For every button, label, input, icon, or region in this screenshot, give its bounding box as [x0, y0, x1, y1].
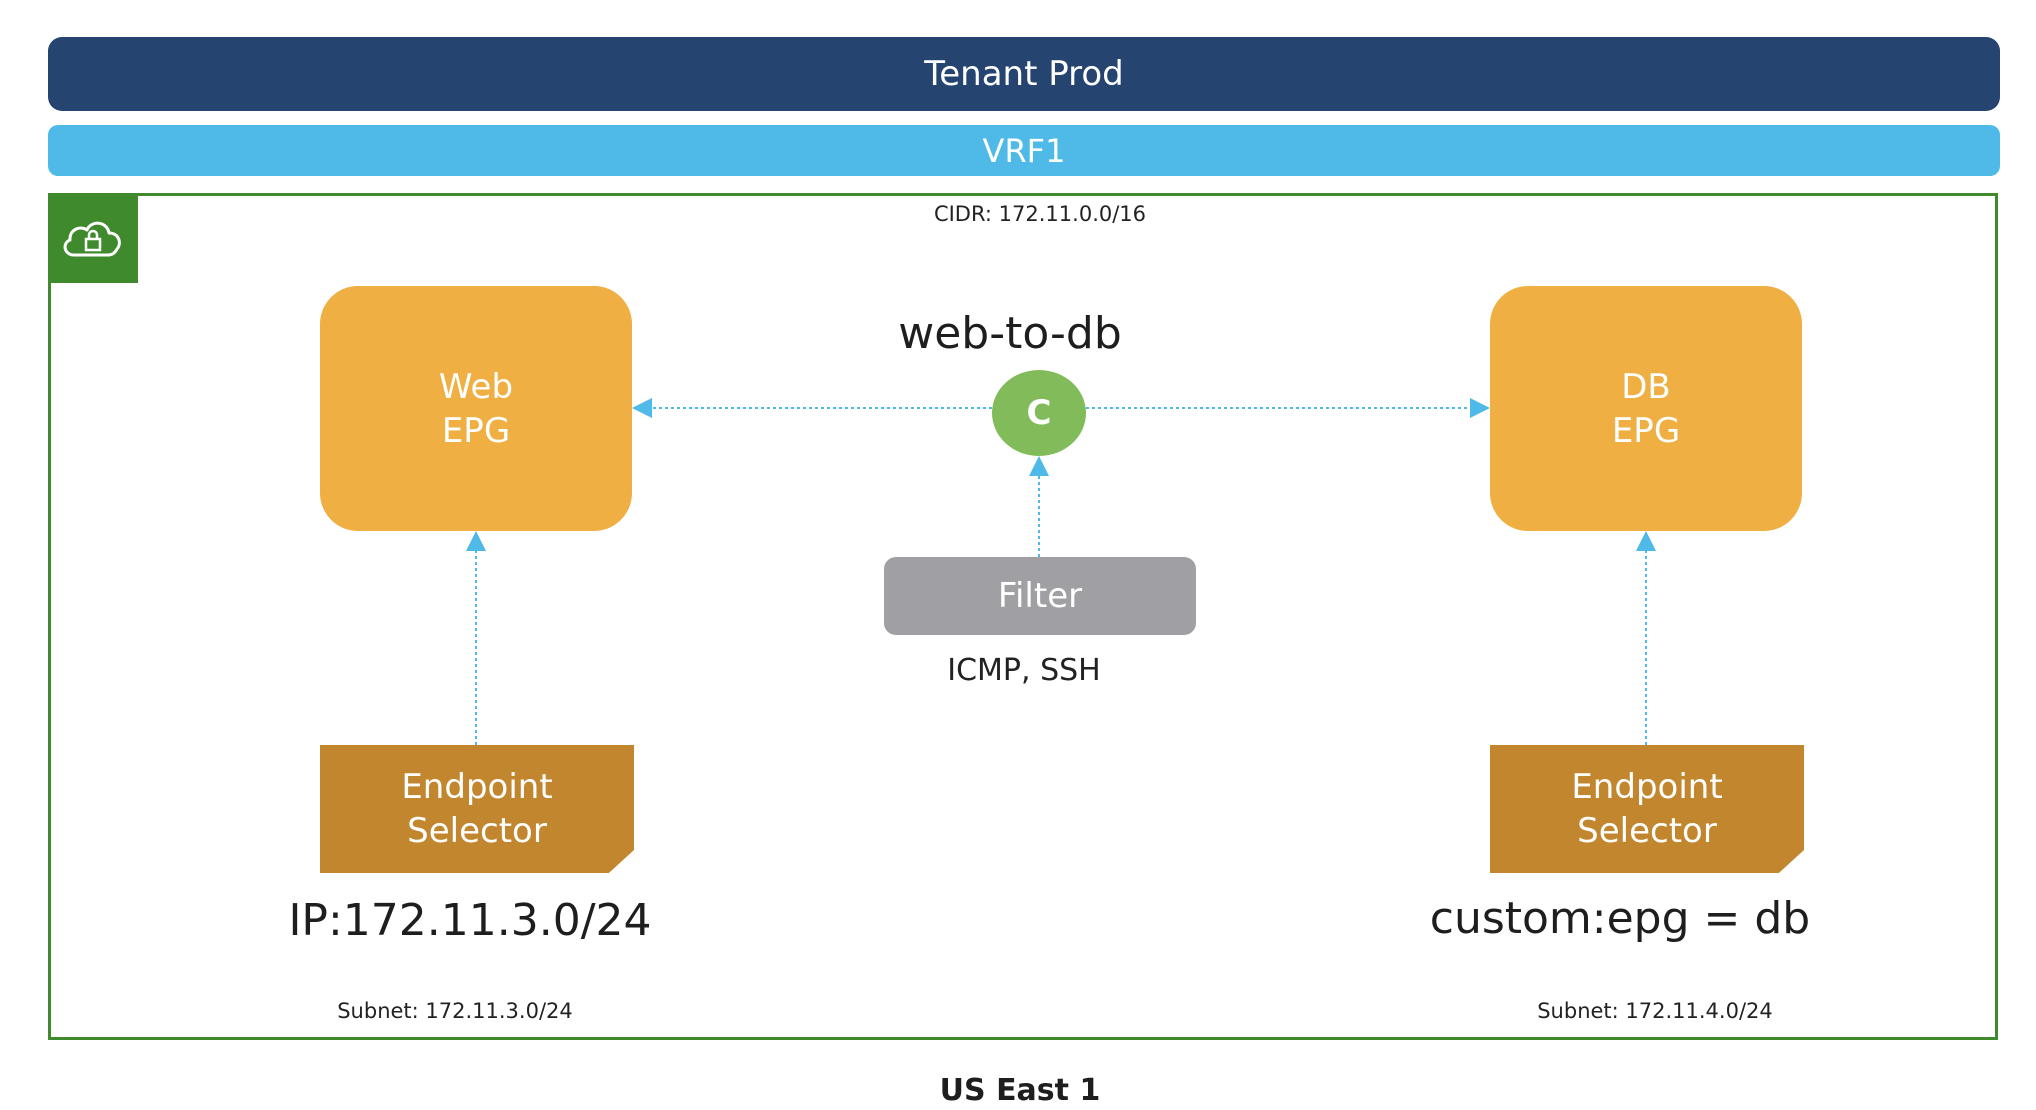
db-selector-line1: Endpoint — [1571, 767, 1723, 807]
filter-protocols: ICMP, SSH — [947, 652, 1101, 688]
web-endpoint-selector: Endpoint Selector — [320, 745, 634, 873]
contract-node: C — [992, 370, 1086, 456]
cidr-label: CIDR: 172.11.0.0/16 — [933, 202, 1147, 226]
db-selector-match: custom:epg = db — [1429, 892, 1811, 944]
vrf-bar: VRF1 — [48, 125, 2000, 176]
region-container — [48, 193, 1998, 1040]
web-subnet-label: Subnet: 172.11.3.0/24 — [337, 999, 573, 1023]
db-epg-type: EPG — [1611, 410, 1681, 451]
web-selector-match: IP:172.11.3.0/24 — [288, 894, 652, 946]
web-epg-type: EPG — [441, 410, 511, 451]
db-epg: DB EPG — [1490, 286, 1802, 531]
tenant-label: Tenant Prod — [924, 54, 1124, 94]
web-selector-line2: Selector — [407, 811, 547, 851]
db-endpoint-selector: Endpoint Selector — [1490, 745, 1804, 873]
web-epg-name: Web — [438, 366, 514, 407]
region-name: US East 1 — [939, 1072, 1101, 1108]
db-selector-line2: Selector — [1577, 811, 1717, 851]
web-selector-line1: Endpoint — [401, 767, 553, 807]
filter-label: Filter — [997, 576, 1083, 616]
contract-name: web-to-db — [898, 307, 1122, 359]
vrf-label: VRF1 — [982, 131, 1066, 170]
contract-node-label: C — [1026, 393, 1052, 433]
web-epg: Web EPG — [320, 286, 632, 531]
tenant-bar: Tenant Prod — [48, 37, 2000, 111]
filter-box: Filter — [884, 557, 1196, 635]
cloud-lock-icon — [48, 193, 138, 283]
db-subnet-label: Subnet: 172.11.4.0/24 — [1537, 999, 1773, 1023]
db-epg-name: DB — [1621, 366, 1671, 407]
